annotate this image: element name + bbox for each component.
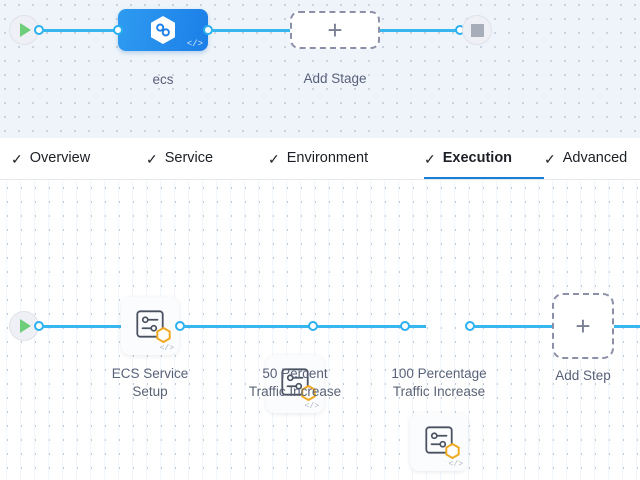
step-1-label-line1: ECS Service	[111, 366, 189, 381]
stage-code-icon: </>	[186, 39, 203, 49]
step-settings-icon	[279, 366, 311, 403]
add-step-button[interactable]: +	[552, 293, 614, 359]
connector-start-to-ecs	[42, 28, 118, 32]
tab-service-label: Service	[164, 150, 214, 167]
service-hexagon-icon	[149, 15, 177, 45]
check-icon: ✓	[424, 150, 436, 167]
step-3-label-line2: Traffic Increase	[392, 384, 486, 399]
check-icon: ✓	[11, 150, 23, 167]
tab-advanced-label: Advanced	[562, 150, 628, 167]
step-3-label-line1: 100 Percentage	[391, 366, 487, 381]
check-icon: ✓	[146, 150, 158, 167]
step-settings-icon	[423, 424, 455, 461]
hexagon-badge	[445, 442, 460, 464]
step-1-label-line2: Setup	[132, 384, 168, 399]
play-icon	[20, 319, 31, 333]
tab-environment[interactable]: ✓ Environment	[268, 138, 424, 179]
execution-steps-canvas[interactable]: </> ECS Service Setup	[0, 181, 640, 480]
connector-step-1-to-step-2	[183, 324, 311, 328]
step-2-label-line2: Traffic Increase	[248, 384, 342, 399]
connector-step-2-to-step-3	[316, 324, 426, 328]
step-code-icon: </>	[304, 402, 319, 411]
step-2-label-line1: 50 Percent	[262, 366, 328, 381]
step-node-ecs-service-setup[interactable]: </>	[121, 297, 179, 355]
connector-start-to-step-1	[42, 324, 178, 328]
stage-node-ecs[interactable]: </>	[118, 9, 208, 51]
connector-ecs-to-add-stage	[211, 28, 291, 32]
step-node-50-percent-traffic-increase[interactable]: </>	[266, 355, 324, 413]
execution-tab-bar[interactable]: ✓ Overview ✓ Service ✓ Environment ✓ Exe…	[0, 138, 640, 180]
play-icon	[20, 23, 31, 37]
hexagon-badge	[301, 384, 316, 406]
step-settings-icon	[134, 308, 166, 345]
add-stage-button[interactable]: +	[290, 11, 380, 49]
stage-canvas[interactable]: </> ecs + Add Stage	[0, 0, 640, 138]
tab-service[interactable]: ✓ Service	[146, 138, 268, 179]
stage-label-ecs: ecs	[152, 72, 174, 87]
add-step-label: Add Step	[555, 368, 611, 383]
tab-overview[interactable]: ✓ Overview	[0, 138, 146, 179]
step-code-icon: </>	[448, 460, 463, 469]
hexagon-badge	[156, 326, 171, 348]
tab-overview-label: Overview	[29, 150, 91, 167]
plus-icon: +	[575, 311, 591, 341]
check-icon: ✓	[544, 150, 556, 167]
step-node-100-percentage-traffic-increase[interactable]: </>	[410, 413, 468, 471]
step-3-in-port[interactable]	[400, 321, 410, 331]
tab-environment-label: Environment	[286, 150, 369, 167]
stage-in-port[interactable]	[113, 25, 123, 35]
step-code-icon: </>	[159, 344, 174, 353]
tab-execution-label: Execution	[442, 150, 513, 167]
pipeline-end-node[interactable]	[462, 15, 492, 45]
connector-add-stage-to-end	[380, 28, 460, 32]
connector-add-step-trailing	[614, 324, 640, 328]
tab-advanced[interactable]: ✓ Advanced	[544, 138, 640, 179]
plus-icon: +	[327, 15, 343, 45]
add-stage-label: Add Stage	[303, 71, 367, 86]
check-icon: ✓	[268, 150, 280, 167]
tab-execution[interactable]: ✓ Execution	[424, 138, 544, 179]
connector-step-3-to-add-step	[473, 324, 553, 328]
stop-icon	[470, 23, 484, 37]
